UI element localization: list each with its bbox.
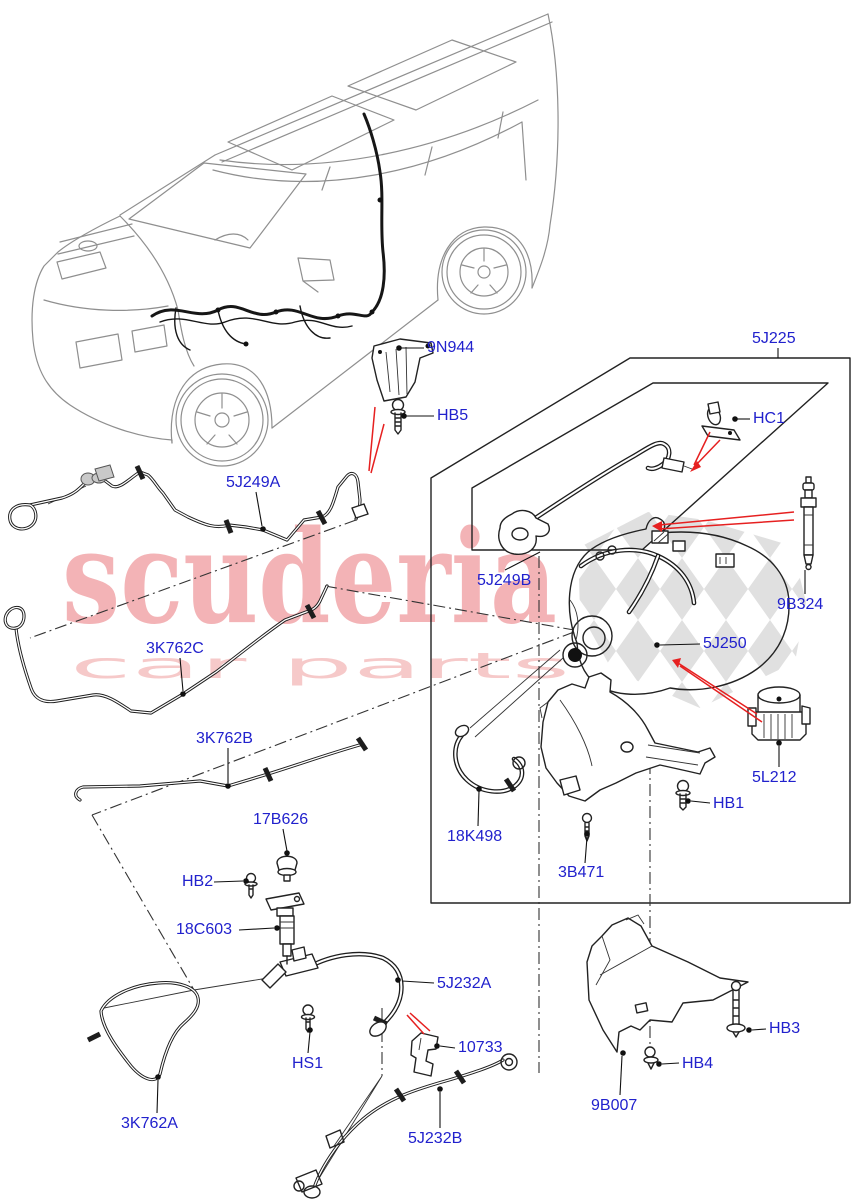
part-label-HB1[interactable]: HB1 xyxy=(713,795,745,812)
part-hose-18K498 xyxy=(453,724,526,791)
leader-dots xyxy=(155,345,782,1092)
part-pipe-3K762B xyxy=(74,736,369,802)
part-clamp-HC1 xyxy=(701,401,741,441)
part-label-18C603[interactable]: 18C603 xyxy=(176,921,233,938)
watermark-text-main: scuderia xyxy=(62,503,557,653)
part-label-5J232B[interactable]: 5J232B xyxy=(408,1130,463,1147)
part-pump-5L212 xyxy=(747,686,811,741)
part-label-3B471[interactable]: 3B471 xyxy=(558,864,605,881)
part-label-9B007[interactable]: 9B007 xyxy=(591,1097,638,1114)
part-pipe-5J249A xyxy=(8,464,369,542)
vehicle-illustration xyxy=(31,13,559,467)
part-label-HB5[interactable]: HB5 xyxy=(437,407,469,424)
leader-lines xyxy=(156,347,806,1128)
part-label-5L212[interactable]: 5L212 xyxy=(752,769,797,786)
part-label-5J250[interactable]: 5J250 xyxy=(703,635,747,652)
part-pipe-3K762A xyxy=(86,981,200,1082)
part-shield-9B007 xyxy=(586,914,749,1053)
watermark: scuderia car parts xyxy=(62,503,570,687)
part-screw-HS1 xyxy=(300,1004,316,1033)
part-tank-5J250 xyxy=(562,516,790,696)
part-screw-3B471 xyxy=(581,812,593,842)
part-injector-18C603 xyxy=(265,892,305,965)
part-shield-center xyxy=(539,672,716,802)
part-bracket-9N944 xyxy=(371,338,434,402)
part-harness-5J249B xyxy=(498,443,693,555)
red-pointer-lines xyxy=(368,406,795,1035)
part-label-5J249A[interactable]: 5J249A xyxy=(226,474,281,491)
part-bolt-HB5 xyxy=(390,398,406,435)
part-connector-10733 xyxy=(410,1032,439,1077)
part-bolt-HB1 xyxy=(675,779,691,811)
part-hose-5J232A xyxy=(261,946,401,1037)
part-label-5J232A[interactable]: 5J232A xyxy=(437,975,492,992)
part-label-17B626[interactable]: 17B626 xyxy=(253,811,309,828)
part-label-HC1[interactable]: HC1 xyxy=(753,410,786,427)
part-label-18K498[interactable]: 18K498 xyxy=(447,828,503,845)
part-label-9N944[interactable]: 9N944 xyxy=(427,339,475,356)
part-label-9B324[interactable]: 9B324 xyxy=(777,596,824,613)
part-label-5J225[interactable]: 5J225 xyxy=(752,330,796,347)
part-label-10733[interactable]: 10733 xyxy=(458,1039,503,1056)
part-screw-HB2 xyxy=(244,872,258,899)
part-bolt-HB4 xyxy=(643,1046,659,1070)
part-sensor-9B324 xyxy=(800,476,817,571)
part-pipe-5J232B xyxy=(293,1053,518,1199)
part-label-3K762B[interactable]: 3K762B xyxy=(196,730,253,747)
assembly-box-5J225 xyxy=(430,357,851,904)
part-label-HB4[interactable]: HB4 xyxy=(682,1055,714,1072)
part-label-HB2[interactable]: HB2 xyxy=(182,873,214,890)
checker-pattern-patch xyxy=(578,512,806,708)
part-pipe-3K762C xyxy=(3,584,329,715)
part-grommet-17B626 xyxy=(276,855,298,882)
part-label-3K762C[interactable]: 3K762C xyxy=(146,640,204,657)
part-bolt-HB3 xyxy=(726,980,746,1038)
part-label-3K762A[interactable]: 3K762A xyxy=(121,1115,178,1132)
part-label-5J249B[interactable]: 5J249B xyxy=(477,572,532,589)
part-label-HS1[interactable]: HS1 xyxy=(292,1055,324,1072)
watermark-text-sub: car parts xyxy=(70,646,570,687)
part-label-HB3[interactable]: HB3 xyxy=(769,1020,801,1037)
